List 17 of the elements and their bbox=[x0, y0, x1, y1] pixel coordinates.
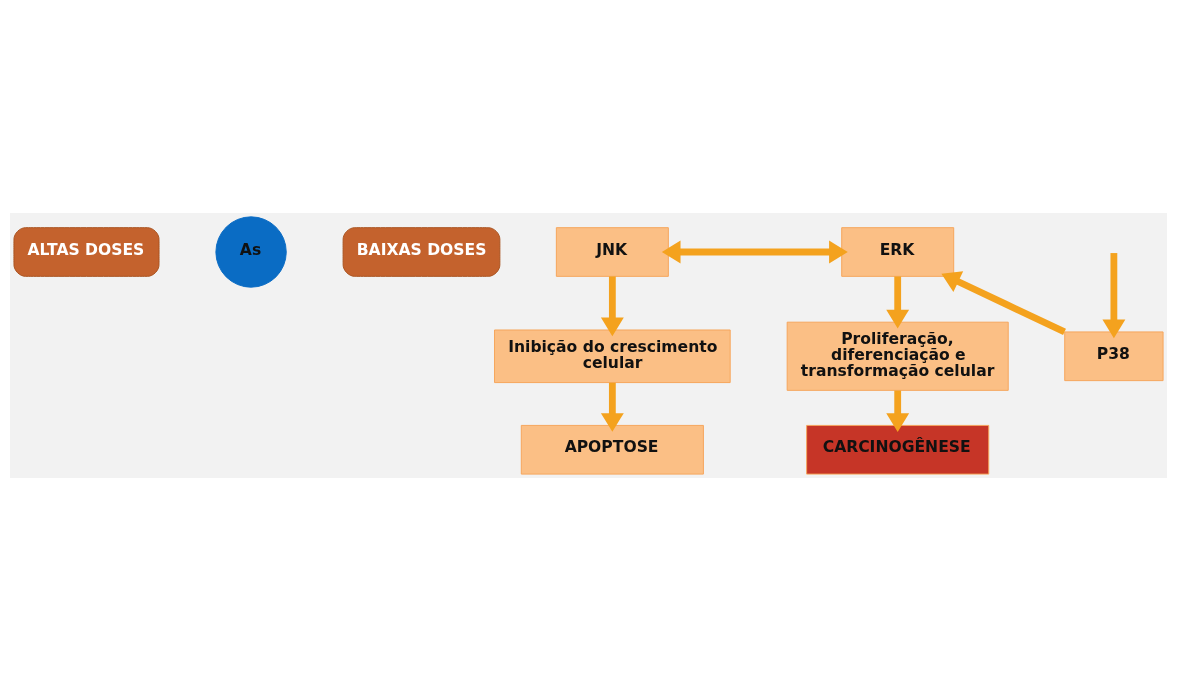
node-box: BAIXAS DOSES bbox=[342, 226, 501, 277]
node-box: ALTAS DOSES bbox=[13, 226, 160, 277]
node-box: JNK bbox=[555, 226, 669, 277]
arrow bbox=[661, 240, 848, 263]
arrow bbox=[941, 270, 1066, 335]
arrow bbox=[886, 275, 910, 328]
node-box: P38 bbox=[1064, 330, 1164, 381]
arrow bbox=[600, 275, 624, 336]
node-circle: As bbox=[215, 215, 287, 288]
arrow bbox=[886, 390, 910, 432]
node-box: Inibição do crescimento celular bbox=[494, 329, 731, 383]
node-box: ERK bbox=[841, 226, 955, 277]
arrow bbox=[600, 382, 624, 432]
node-box: Proliferação, diferenciação e transformação celular bbox=[786, 321, 1009, 391]
node-box: CARCINOGÊNESE bbox=[806, 424, 990, 475]
arrow bbox=[1102, 252, 1126, 338]
node-box: APOPTOSE bbox=[520, 424, 704, 475]
